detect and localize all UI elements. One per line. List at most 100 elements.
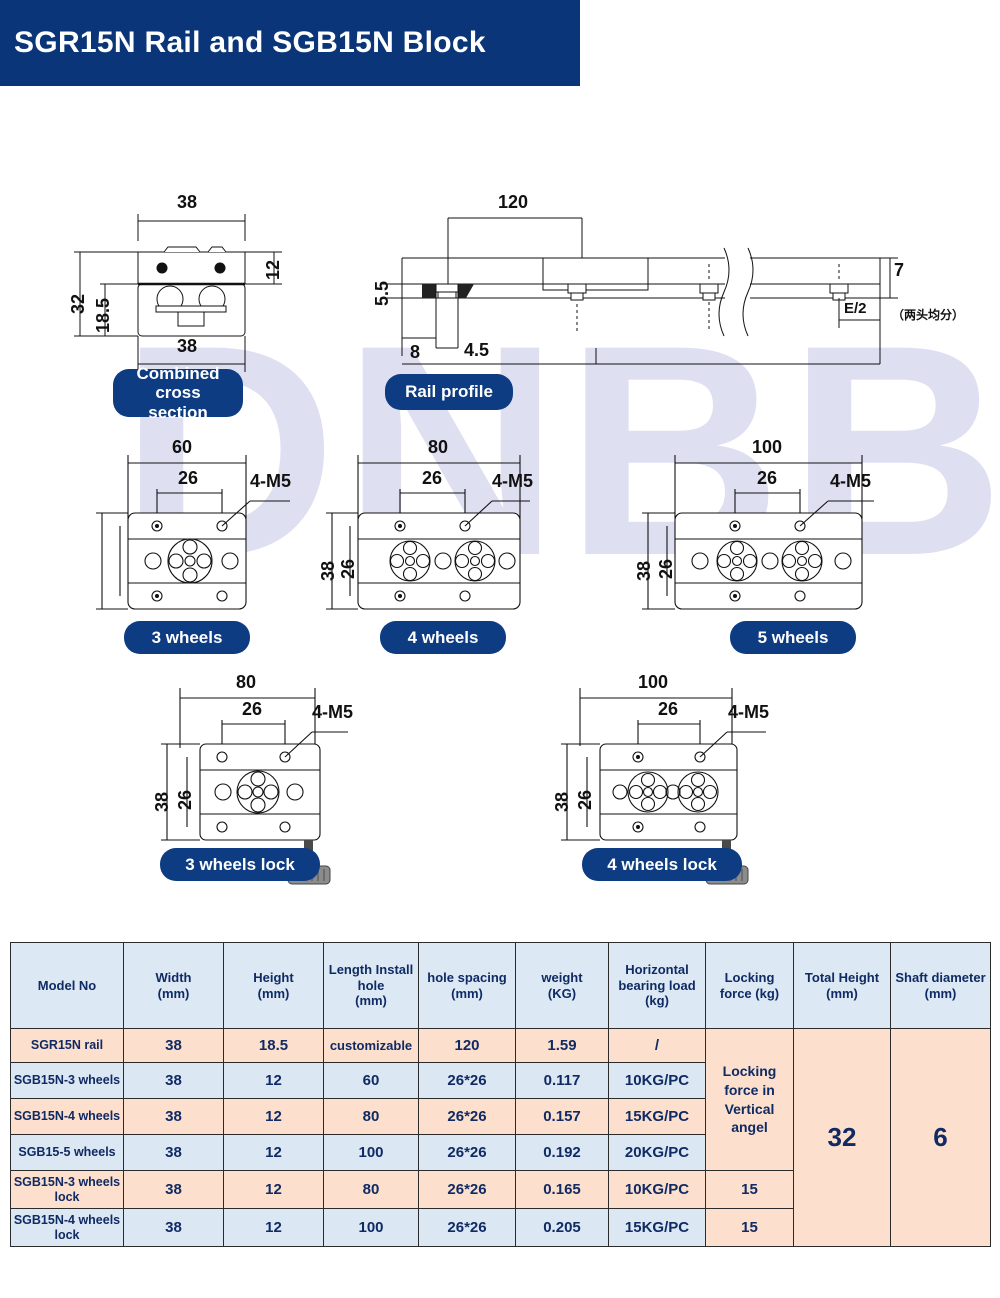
cell-length-install-hole: customizable [323,1028,419,1063]
cell-length-install-hole: 100 [323,1134,419,1171]
col-header-horizontal-bearing-load-main: Horizontal bearing load [618,962,696,993]
col-header-width-unit: (mm) [157,985,190,1001]
cell-width: 38 [123,1062,224,1099]
figure-rail-profile: 120 5.5 8 4.5 7 E/2 （两头均分） Rail profile [372,186,980,436]
w3l-dim-height: 38 [152,791,172,812]
w3l-dim-width: 80 [236,672,257,692]
cell-weight: 0.165 [515,1170,609,1209]
col-header-weight-main: weight [541,969,583,985]
block-5-wheels-drawing [642,455,874,610]
cell-weight: 1.59 [515,1028,609,1063]
col-header-model-no: Model No [10,942,124,1029]
table-header-row: Model No Width (mm) Height (mm) Length I… [10,942,991,1029]
label-4-wheels-lock: 4 wheels lock [582,848,742,881]
cell-height: 12 [223,1134,324,1171]
w5-dim-width: 100 [752,437,783,457]
col-header-length-install-hole: Length Install hole (mm) [323,942,419,1029]
w5-dim-height-inner: 26 [656,558,676,579]
cell-height: 12 [223,1208,324,1247]
cell-width: 38 [123,1170,224,1209]
cell-bearing-load: 15KG/PC [608,1208,706,1247]
cell-model: SGB15N-3 wheels lock [10,1170,124,1209]
cell-model: SGB15N-4 wheels lock [10,1208,124,1247]
cell-length-install-hole: 100 [323,1208,419,1247]
col-header-hole-spacing: hole spacing (mm) [418,942,516,1029]
col-header-height: Height (mm) [223,942,324,1029]
col-header-total-height: Total Height (mm) [793,942,891,1029]
table-row: SGB15N-4 wheels 38 12 80 26*26 0.157 15K… [10,1098,991,1135]
label-4-wheels: 4 wheels [380,621,506,654]
cell-locking-force: 15 [705,1170,794,1209]
table-row: SGR15N rail 38 18.5 customizable 120 1.5… [10,1028,991,1247]
rail-dim-e-over-2: E/2 [844,300,867,317]
cell-locking-force: 15 [705,1208,794,1247]
table-row: SGB15N-4 wheels lock 38 12 100 26*26 0.2… [10,1208,991,1247]
cross-section-dim-bottom: 38 [177,336,198,356]
specification-table: Model No Width (mm) Height (mm) Length I… [10,942,991,1247]
cell-model: SGB15-5 wheels [10,1134,124,1171]
cell-hole-spacing: 120 [418,1028,516,1063]
cell-bearing-load: 10KG/PC [608,1170,706,1209]
rail-dim-8: 8 [410,342,421,362]
w4l-dim-thread: 4-M5 [728,702,770,722]
label-rail-profile: Rail profile [385,374,513,410]
col-header-length-install-hole-unit: (mm) [355,993,387,1009]
cell-bearing-load: 20KG/PC [608,1134,706,1171]
cell-width: 38 [123,1098,224,1135]
w4l-dim-height: 38 [552,791,572,812]
cross-section-drawing [74,214,282,372]
rail-dim-5-5: 5.5 [372,280,392,306]
cell-bearing-load: 15KG/PC [608,1098,706,1135]
cross-section-dim-top: 38 [177,192,198,212]
table-row: SGB15-5 wheels 38 12 100 26*26 0.192 20K… [10,1134,991,1171]
figure-3-wheels: 60 26 4-M5 3 wheels [96,437,390,656]
cell-model: SGR15N rail [10,1028,124,1063]
w3l-dim-height-inner: 26 [175,789,195,810]
w4-dim-thread: 4-M5 [492,471,534,491]
cell-hole-spacing: 26*26 [418,1208,516,1247]
col-header-length-install-hole-main: Length Install hole [328,962,414,993]
cell-locking-force-merged: Locking force in Vertical angel [705,1028,794,1171]
cell-weight: 0.205 [515,1208,609,1247]
w4l-dim-spacing: 26 [658,699,679,719]
cell-length-install-hole: 60 [323,1062,419,1099]
label-combined-cross-section: Combined cross section [113,364,243,422]
w4-dim-height-inner: 26 [338,558,358,579]
w4-dim-height: 38 [318,560,338,581]
col-header-total-height-main: Total Height [804,969,880,985]
cell-width: 38 [123,1134,224,1171]
cell-width: 38 [123,1208,224,1247]
cross-section-dim-left-inner: 18.5 [93,297,113,333]
cell-width: 38 [123,1028,224,1063]
rail-profile-drawing [380,217,898,365]
w3-dim-width: 60 [172,437,193,457]
figure-5-wheels: 100 26 4-M5 38 26 5 wheels [630,437,930,656]
cell-hole-spacing: 26*26 [418,1170,516,1209]
col-header-height-main: Height [253,969,294,985]
cell-height: 12 [223,1170,324,1209]
label-3-wheels: 3 wheels [124,621,250,654]
w5-dim-spacing: 26 [757,468,778,488]
col-header-weight: weight (KG) [515,942,609,1029]
cell-shaft-diameter: 6 [890,1028,991,1247]
cell-hole-spacing: 26*26 [418,1062,516,1099]
cross-section-dim-left-outer: 32 [68,293,88,314]
col-header-horizontal-bearing-load-unit: (kg) [645,993,669,1009]
cell-weight: 0.157 [515,1098,609,1135]
col-header-width-main: Width [155,969,192,985]
table-row: SGB15N-3 wheels 38 12 60 26*26 0.117 10K… [10,1062,991,1099]
col-header-weight-unit: (KG) [547,985,577,1001]
col-header-shaft-diameter-main: Shaft diameter [895,969,986,985]
w3-dim-spacing: 26 [178,468,199,488]
figure-4-wheels-lock: 100 26 4-M5 38 26 4 wheels lock [552,672,880,906]
col-header-total-height-unit: (mm) [826,985,858,1001]
page-header-bar: SGR15N Rail and SGB15N Block [0,0,580,86]
w4-dim-spacing: 26 [422,468,443,488]
block-4-wheels-drawing [326,455,530,610]
label-3-wheels-lock: 3 wheels lock [160,848,320,881]
cell-hole-spacing: 26*26 [418,1098,516,1135]
technical-drawings-area: 38 38 32 18.5 12 Combined cross section [0,86,1000,916]
col-header-hole-spacing-main: hole spacing [427,969,507,985]
col-header-locking-force-main: Locking force (kg) [719,969,780,1001]
w5-dim-thread: 4-M5 [830,471,872,491]
